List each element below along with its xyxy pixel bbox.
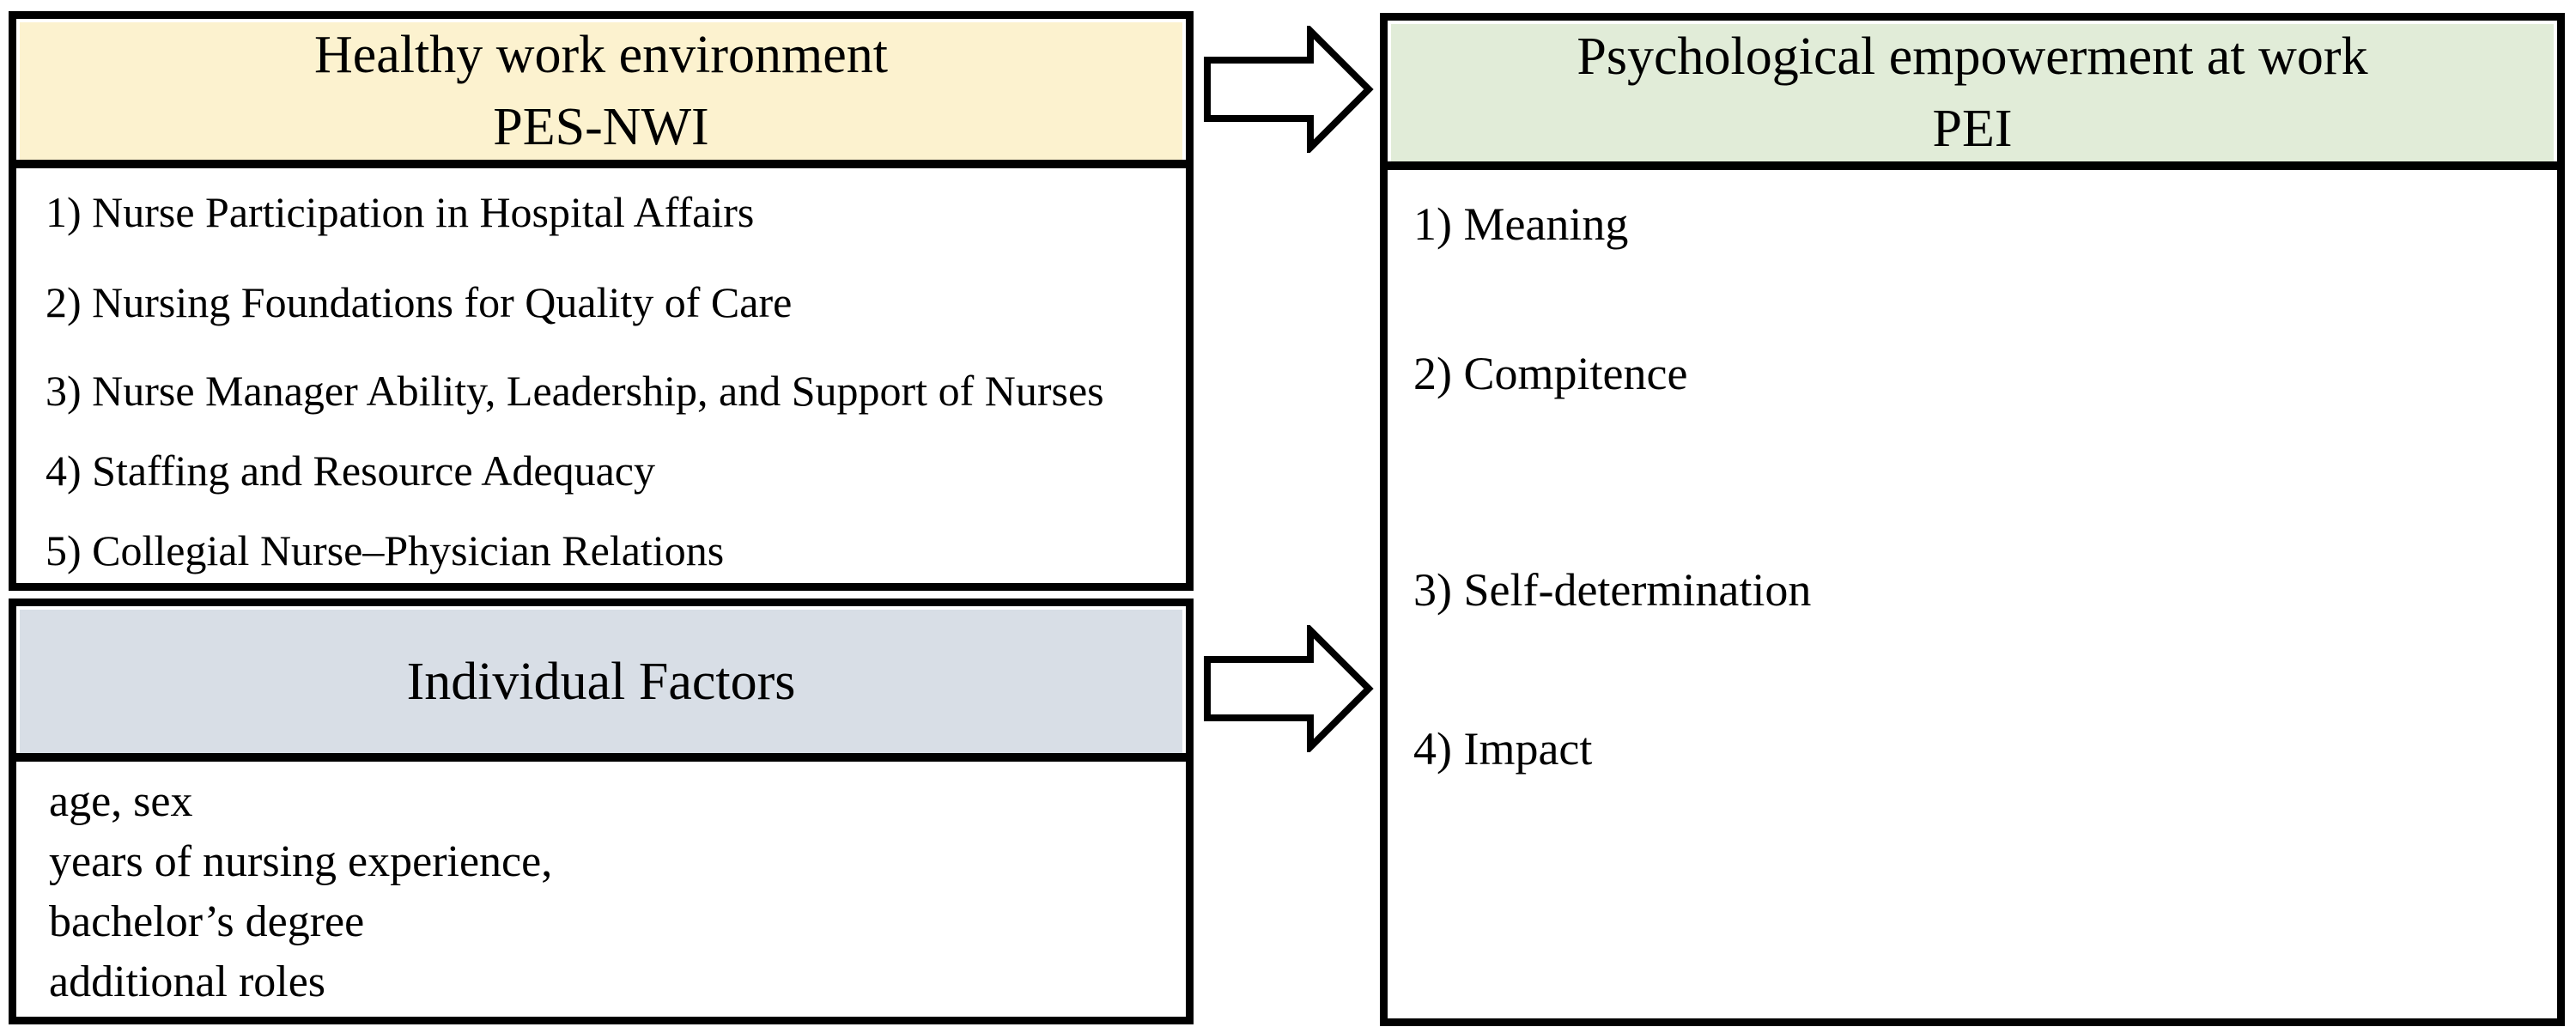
pei-item-2: 2) Compitence (1413, 348, 1688, 400)
if-title: Individual Factors (406, 652, 796, 711)
healthy-work-environment-header: Healthy work environment PES-NWI (20, 22, 1182, 160)
pei-item-3: 3) Self-determination (1413, 564, 1812, 617)
individual-factors-box: Individual Factors age, sex years of nur… (9, 599, 1194, 1024)
pei-dimension-list: 1) Meaning 2) Compitence 3) Self-determi… (1388, 170, 2557, 1018)
hwe-header-divider (16, 160, 1186, 168)
right-arrow-icon (1204, 26, 1374, 153)
hwe-item-3: 3) Nurse Manager Ability, Leadership, an… (46, 367, 1104, 415)
hwe-title-line1: Healthy work environment (313, 26, 889, 84)
hwe-item-2: 2) Nursing Foundations for Quality of Ca… (46, 278, 793, 326)
if-factor-list: age, sex years of nursing experience, ba… (16, 762, 1186, 1017)
hwe-item-1: 1) Nurse Participation in Hospital Affai… (46, 188, 755, 236)
if-header-divider (16, 753, 1186, 762)
if-item-4: additional roles (49, 957, 326, 1006)
psychological-empowerment-box: Psychological empowerment at work PEI 1)… (1380, 13, 2565, 1026)
hwe-item-4: 4) Staffing and Resource Adequacy (46, 447, 655, 495)
hwe-title-line2: PES-NWI (493, 98, 709, 156)
right-arrow-icon (1204, 625, 1374, 752)
individual-factors-header: Individual Factors (20, 610, 1182, 753)
if-item-2: years of nursing experience, (49, 837, 553, 886)
pei-item-1: 1) Meaning (1413, 198, 1629, 250)
pei-title-line2: PEI (1932, 100, 2013, 158)
if-item-3: bachelor’s degree (49, 897, 365, 946)
pei-title-line1: Psychological empowerment at work (1577, 27, 2368, 86)
pei-item-4: 4) Impact (1413, 723, 1593, 775)
healthy-work-environment-box: Healthy work environment PES-NWI 1) Nurs… (9, 11, 1194, 591)
if-item-1: age, sex (49, 777, 193, 826)
hwe-subscale-list: 1) Nurse Participation in Hospital Affai… (16, 168, 1186, 583)
hwe-item-5: 5) Collegial Nurse–Physician Relations (46, 526, 725, 574)
pei-header-divider (1388, 161, 2557, 170)
psychological-empowerment-header: Psychological empowerment at work PEI (1391, 24, 2554, 161)
